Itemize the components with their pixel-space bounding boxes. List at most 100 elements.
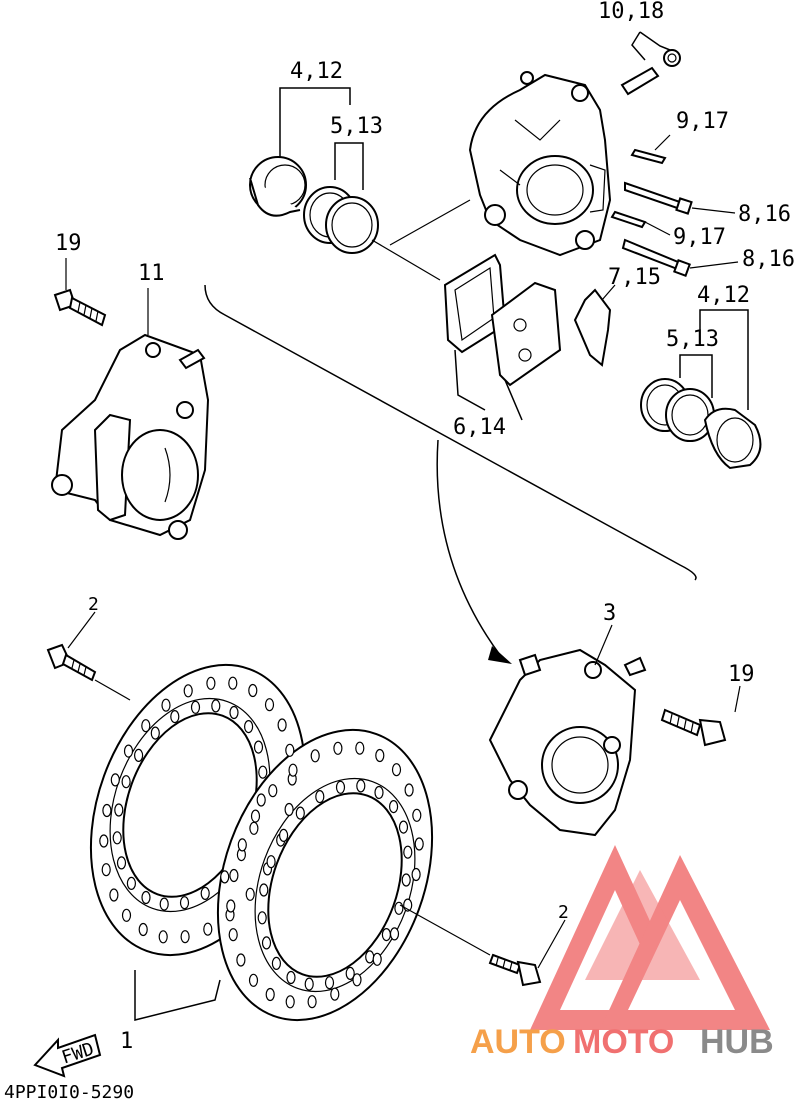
callout-1: 1 — [120, 1029, 133, 1054]
disc-hole — [256, 793, 266, 807]
disc-hole — [183, 684, 193, 698]
disc-hole — [365, 950, 375, 964]
callout-5-13-top: 5,13 — [330, 114, 383, 139]
disc-hole — [190, 700, 201, 714]
leader-2-left — [67, 611, 131, 701]
disc-hole — [211, 699, 221, 713]
disc-hole — [116, 856, 127, 870]
disc-hole — [295, 806, 305, 820]
disc-hole — [355, 741, 365, 755]
brake-disc-right — [216, 728, 434, 1022]
watermark-logo: AUTO MOTO HUB — [470, 845, 774, 1061]
disc-hole — [279, 828, 289, 843]
disc-hole — [259, 883, 269, 897]
callout-7-15: 7,15 — [608, 265, 661, 290]
piston-right — [703, 407, 762, 470]
leader-8-16-mid — [689, 261, 739, 269]
disc-hole — [228, 928, 238, 942]
disc-hole — [307, 995, 317, 1009]
callout-3: 3 — [603, 601, 616, 626]
leader-10-18 — [631, 31, 671, 61]
disc-hole — [404, 783, 414, 797]
caliper-left — [51, 333, 210, 540]
disc-hole — [244, 719, 254, 734]
disc-hole — [412, 808, 422, 822]
disc-hole — [226, 899, 236, 913]
callout-9-17-top: 9,17 — [676, 109, 729, 134]
bolt-2-left — [46, 643, 97, 682]
disc-hole — [99, 834, 109, 848]
disc-hole — [138, 922, 148, 937]
callout-5-13-right: 5,13 — [666, 327, 719, 352]
leader-19-right — [734, 685, 741, 713]
disc-hole — [248, 973, 259, 987]
disc-hole — [229, 705, 239, 720]
caliper-3 — [488, 648, 647, 837]
disc-hole — [253, 740, 264, 754]
disc-hole — [250, 809, 261, 823]
disc-hole — [264, 698, 275, 712]
disc-hole — [310, 749, 320, 763]
watermark-text-hub: HUB — [700, 1023, 774, 1061]
disc-hole — [159, 897, 169, 911]
disc-hole — [126, 876, 136, 891]
callout-8-16-mid: 8,16 — [742, 247, 795, 272]
disc-hole — [345, 966, 355, 981]
disc-hole — [403, 845, 413, 859]
disc-hole — [330, 987, 340, 1001]
leader-9-17-mid — [644, 221, 671, 236]
disc-holes — [99, 676, 424, 1009]
callout-9-17-mid: 9,17 — [673, 225, 726, 250]
bolt-19-left — [53, 288, 107, 327]
disc-hole — [203, 922, 213, 936]
disc-hole — [109, 888, 119, 902]
disc-hole — [352, 973, 362, 987]
callout-8-16-top: 8,16 — [738, 202, 791, 227]
disc-hole — [356, 779, 366, 793]
disc-hole — [179, 896, 190, 910]
triangle-m-logo-icon — [530, 845, 770, 1030]
fwd-label: FWD — [59, 1039, 96, 1069]
callout-19-left: 19 — [55, 231, 82, 256]
arrow-head-icon — [488, 646, 512, 664]
disc-hole — [277, 718, 287, 732]
disc-hole — [268, 784, 278, 798]
disc-hole — [123, 744, 134, 758]
disc-hole — [375, 748, 385, 763]
disc-hole — [237, 838, 247, 852]
disc-hole — [110, 773, 120, 787]
callout-4-12-top: 4,12 — [290, 59, 343, 84]
disc-hole — [200, 886, 210, 901]
watermark-text-moto: MOTO — [573, 1023, 674, 1061]
leader-2-bottom — [399, 904, 566, 969]
bracket-5-13-right — [679, 354, 713, 398]
disc-hole — [411, 867, 421, 882]
disc-hole — [258, 765, 268, 779]
disc-hole — [389, 799, 399, 814]
disc-hole — [141, 890, 151, 905]
caliper-assembly-top — [468, 71, 612, 257]
disc-hole — [391, 763, 402, 777]
disc-hole — [266, 855, 276, 869]
disc-hole — [236, 953, 246, 967]
leader-seal-to-pads — [371, 199, 471, 281]
disc-hole — [333, 741, 343, 755]
callout-19-right: 19 — [728, 662, 755, 687]
disc-hole — [245, 887, 255, 901]
assembly-bracket-line — [204, 284, 697, 581]
disc-hole — [265, 987, 275, 1002]
bracket-4-12-right — [699, 309, 749, 410]
disc-hole — [206, 676, 216, 690]
disc-hole — [229, 868, 239, 883]
seals-right — [640, 378, 715, 442]
disc-hole — [271, 956, 281, 971]
disc-hole — [150, 726, 160, 740]
disc-hole — [141, 719, 151, 733]
disc-hole — [372, 952, 382, 966]
disc-hole — [134, 748, 144, 763]
disc-hole — [114, 803, 124, 817]
disc-hole — [286, 970, 296, 985]
callout-2-bottom: 2 — [558, 902, 569, 923]
disc-hole — [248, 683, 258, 698]
